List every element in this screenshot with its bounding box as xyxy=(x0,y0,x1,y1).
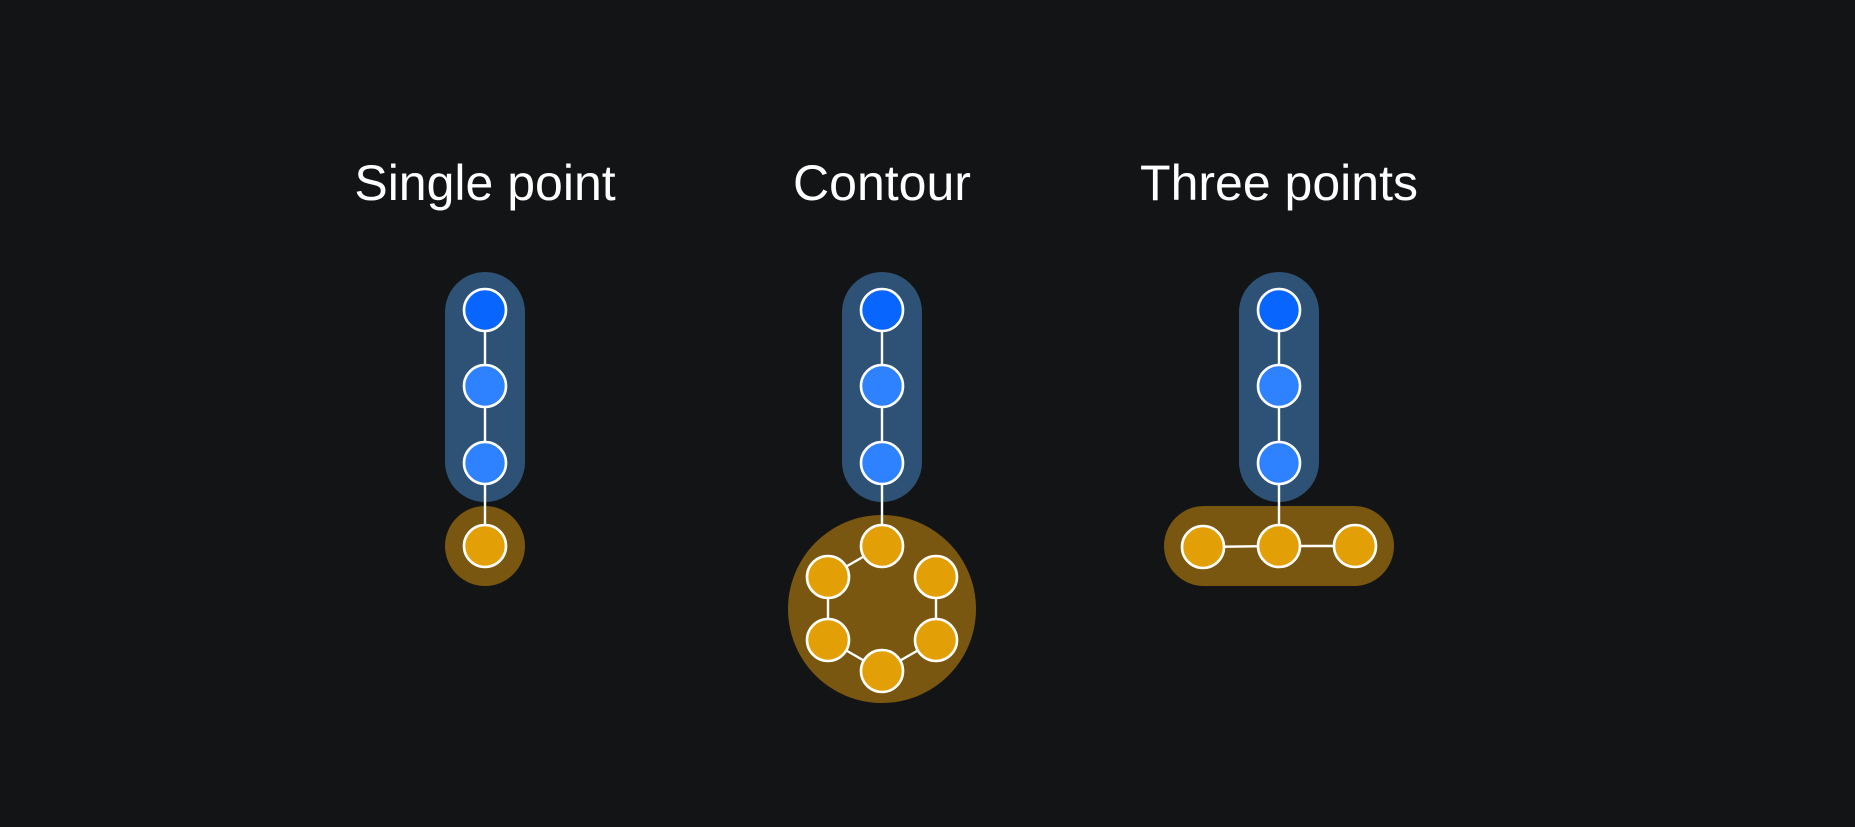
single-point-title: Single point xyxy=(354,155,615,211)
gold-node xyxy=(462,523,508,569)
gold-node xyxy=(859,523,905,569)
gold-node xyxy=(805,554,851,600)
gold-node xyxy=(805,617,851,663)
blue-root-node xyxy=(462,287,508,333)
gold-node xyxy=(859,648,905,694)
blue-node xyxy=(1256,440,1302,486)
three-points-title: Three points xyxy=(1140,155,1418,211)
blue-node xyxy=(462,363,508,409)
three-points-diagram: Three points xyxy=(1140,155,1418,586)
single-point-diagram: Single point xyxy=(354,155,616,586)
blue-node xyxy=(859,363,905,409)
gold-node xyxy=(1256,523,1302,569)
gold-node xyxy=(1180,524,1226,570)
gold-node xyxy=(1332,523,1378,569)
blue-node xyxy=(1256,363,1302,409)
contour-diagram: Contour xyxy=(788,155,976,703)
blue-node xyxy=(462,440,508,486)
contour-title: Contour xyxy=(793,155,971,211)
gold-node xyxy=(913,617,959,663)
blue-node xyxy=(859,440,905,486)
blue-root-node xyxy=(1256,287,1302,333)
blue-root-node xyxy=(859,287,905,333)
gold-node xyxy=(913,554,959,600)
